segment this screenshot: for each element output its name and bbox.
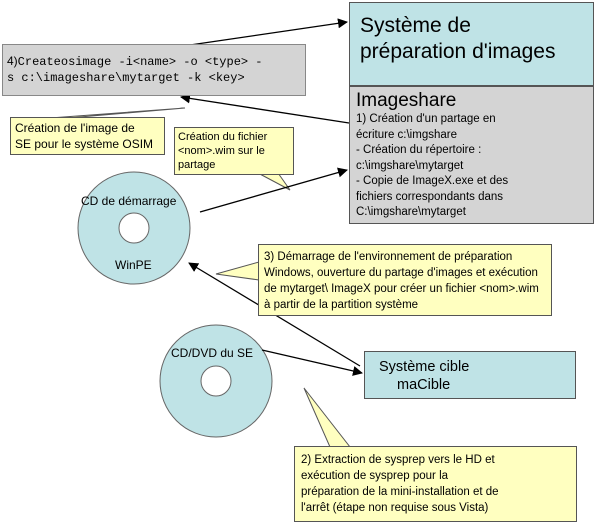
os-dvd-label: CD/DVD du SE: [171, 346, 254, 360]
note-winpe-tail: [215, 261, 260, 281]
arrow-note-to-cmd: [180, 93, 350, 124]
note-sysprep: 2) Extraction de sysprep vers le HD et e…: [294, 446, 577, 522]
imageshare-line: fichiers correspondants dans: [356, 190, 504, 203]
imageshare-box: Imageshare 1) Création d'un partage en é…: [349, 86, 594, 224]
imageshare-line: C:\imgshare\mytarget: [356, 206, 466, 218]
note-wim-file: Création du fichier <nom>.wim sur le par…: [174, 127, 294, 175]
note-winpe-start: 3) Démarrage de l'environnement de prépa…: [258, 244, 552, 316]
arrow-dvd-to-target: [261, 349, 363, 376]
imageshare-heading: Imageshare: [356, 90, 457, 111]
boot-cd-disc: [77, 171, 191, 285]
imageshare-line: écriture c:\imgshare: [356, 128, 457, 141]
arrow-cd-to-imageshare: [199, 167, 348, 213]
boot-cd-sublabel: WinPE: [115, 258, 152, 272]
imageshare-line: 1) Création d'un partage en: [356, 113, 496, 125]
note-osim-image: Création de l'image de SE pour le systèm…: [10, 117, 165, 155]
note-sysprep-tail: [303, 387, 352, 448]
imageshare-line: - Copie de ImageX.exe et des: [356, 175, 509, 187]
command-line-1: 4)Createosimage -i<name> -o <type> -: [7, 54, 263, 69]
command-box: 4)Createosimage -i<name> -o <type> - s c…: [2, 44, 306, 96]
imageshare-line: - Création du répertoire :: [356, 144, 482, 156]
imageshare-line: c:\imgshare\mytarget: [356, 159, 464, 172]
target-system-box: Système cible maCible: [364, 351, 576, 399]
arrow-cmd-to-title: [189, 18, 348, 46]
os-dvd-disc: [159, 324, 273, 438]
boot-cd-label: CD de démarrage: [81, 194, 177, 208]
command-line-2: s c:\imageshare\mytarget -k <key>: [7, 71, 245, 85]
prep-system-box: Système de préparation d'images: [349, 2, 594, 86]
